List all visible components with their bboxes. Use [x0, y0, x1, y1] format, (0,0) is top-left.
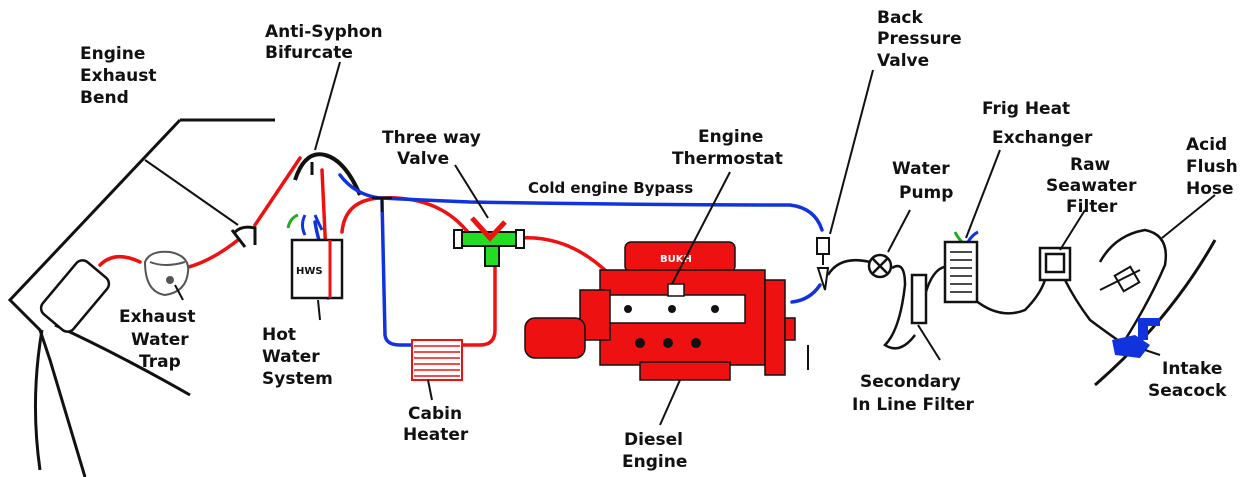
- svg-text:Exhaust: Exhaust: [119, 307, 196, 327]
- label-three-way-valve: Three way Valve: [382, 128, 481, 169]
- label-exhaust-water-trap: Exhaust Water Trap: [119, 307, 196, 372]
- label-engine-exhaust-bend: Engine Exhaust Bend: [80, 44, 157, 108]
- svg-text:Frig Heat: Frig Heat: [982, 99, 1070, 119]
- label-acid-flush-hose: Acid Flush Hose: [1186, 135, 1238, 199]
- svg-text:Filter: Filter: [1066, 197, 1118, 217]
- svg-text:Hose: Hose: [1186, 179, 1234, 199]
- frig-heat-exchanger: [943, 230, 979, 304]
- water-pump: [867, 253, 893, 279]
- back-pressure-valve: [816, 237, 830, 291]
- anti-syphon-loop: [293, 152, 362, 196]
- svg-text:Hot: Hot: [262, 325, 296, 345]
- label-intake-seacock: Intake Seacock: [1148, 359, 1227, 401]
- exhaust-water-trap: [143, 250, 190, 297]
- svg-text:Heater: Heater: [403, 425, 469, 445]
- pointer-lines: [144, 61, 1216, 426]
- svg-text:Raw: Raw: [1070, 155, 1111, 175]
- exhaust-bend-fitting: [230, 225, 257, 248]
- svg-text:Water: Water: [262, 347, 320, 367]
- svg-text:Back: Back: [877, 8, 924, 28]
- svg-text:Flush: Flush: [1186, 157, 1238, 177]
- svg-text:Seawater: Seawater: [1046, 176, 1137, 196]
- acid-flush-fitting: [1099, 265, 1141, 293]
- svg-text:Valve: Valve: [877, 51, 929, 71]
- label-cold-engine-bypass: Cold engine Bypass: [528, 179, 693, 197]
- svg-text:Pump: Pump: [899, 183, 953, 203]
- svg-text:Bend: Bend: [80, 88, 129, 108]
- svg-text:Engine: Engine: [698, 127, 763, 147]
- secondary-filter: [910, 273, 928, 325]
- raw-seawater-filter: [1038, 246, 1072, 282]
- svg-text:Engine: Engine: [622, 452, 687, 472]
- svg-text:System: System: [262, 369, 333, 389]
- svg-text:Acid: Acid: [1186, 135, 1227, 155]
- tee-fitting: [372, 196, 392, 212]
- label-back-pressure-valve: Back Pressure Valve: [877, 8, 962, 71]
- label-secondary-filter: Secondary In Line Filter: [852, 372, 974, 415]
- engine-brand-tag: BUKH: [660, 254, 692, 265]
- svg-text:Exhaust: Exhaust: [80, 66, 157, 86]
- hws-tag: HWS: [296, 266, 323, 277]
- valve-red-handle: [470, 216, 507, 242]
- label-raw-seawater-filter: Raw Seawater Filter: [1046, 155, 1137, 217]
- svg-text:Secondary: Secondary: [860, 372, 961, 392]
- svg-text:Engine: Engine: [80, 44, 145, 64]
- label-cabin-heater: Cabin Heater: [403, 404, 469, 445]
- label-anti-syphon: Anti-Syphon Bifurcate: [265, 22, 383, 63]
- svg-text:Anti-Syphon: Anti-Syphon: [265, 22, 383, 42]
- intake-seacock: [1112, 318, 1160, 358]
- svg-text:Thermostat: Thermostat: [672, 149, 783, 169]
- svg-text:Cabin: Cabin: [408, 404, 462, 424]
- svg-text:Water: Water: [131, 330, 189, 350]
- exhaust-muffler: [39, 259, 111, 333]
- label-frig-heat-exchanger: Frig Heat Exchanger: [982, 99, 1093, 148]
- svg-text:Three way: Three way: [382, 128, 481, 148]
- label-diesel-engine: Diesel Engine: [622, 430, 687, 472]
- svg-text:Diesel: Diesel: [624, 430, 683, 450]
- svg-text:Bifurcate: Bifurcate: [265, 43, 353, 63]
- svg-text:Pressure: Pressure: [877, 29, 962, 49]
- cabin-heater: [411, 339, 463, 381]
- label-hot-water-system: Hot Water System: [262, 325, 333, 389]
- svg-text:Exchanger: Exchanger: [992, 128, 1093, 148]
- svg-text:Valve: Valve: [397, 149, 449, 169]
- svg-text:Intake: Intake: [1162, 359, 1222, 379]
- diesel-engine: BUKH: [524, 241, 809, 381]
- svg-text:Trap: Trap: [139, 352, 181, 372]
- svg-text:Water: Water: [892, 159, 950, 179]
- label-water-pump: Water Pump: [892, 159, 953, 203]
- svg-text:In Line Filter: In Line Filter: [852, 395, 974, 415]
- svg-text:Seacock: Seacock: [1148, 381, 1227, 401]
- label-engine-thermostat: Engine Thermostat: [672, 127, 783, 169]
- hot-water-system: HWS: [286, 213, 344, 300]
- black-hose-lines: [826, 228, 1168, 350]
